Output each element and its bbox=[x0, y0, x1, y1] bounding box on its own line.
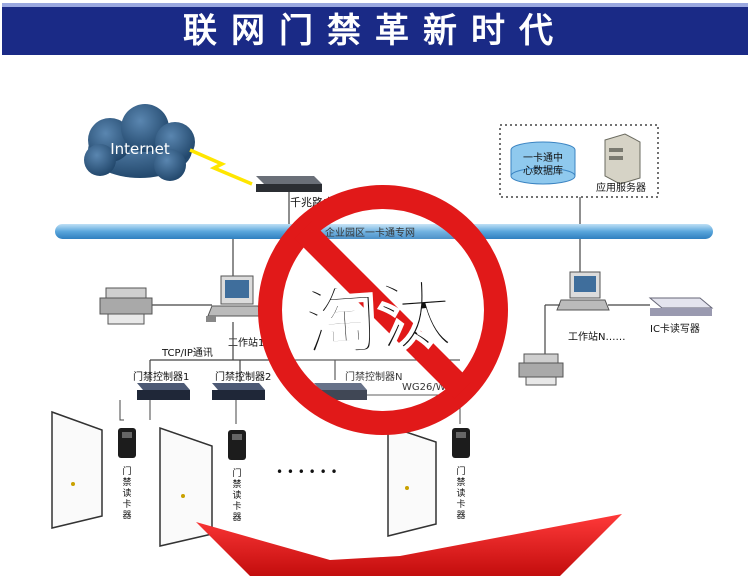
tcpip-label: TCP/IP通讯 bbox=[161, 347, 213, 359]
internet-cloud: Internet bbox=[84, 104, 195, 181]
svg-text:读: 读 bbox=[456, 487, 465, 499]
svg-text:读: 读 bbox=[122, 487, 131, 499]
svg-text:器: 器 bbox=[232, 512, 241, 523]
svg-text:禁: 禁 bbox=[232, 479, 241, 490]
svg-text:门: 门 bbox=[456, 465, 465, 477]
database-icon bbox=[510, 141, 576, 185]
card-reader-icon-1 bbox=[118, 428, 136, 458]
controller2-label: 门禁控制器2 bbox=[215, 370, 271, 383]
controller1-label: 门禁控制器1 bbox=[133, 370, 189, 383]
obsolete-stamp: 淘汰 bbox=[301, 272, 455, 368]
ellipsis: • • • • • • bbox=[276, 465, 338, 479]
card-reader-icon-2 bbox=[228, 430, 246, 460]
svg-text:读: 读 bbox=[232, 489, 241, 501]
door-icon-1 bbox=[51, 410, 103, 529]
svg-text:卡: 卡 bbox=[456, 498, 465, 510]
svg-text:禁: 禁 bbox=[122, 477, 131, 488]
database-label-1: 一卡通中 bbox=[523, 151, 563, 164]
workstationN-icon bbox=[556, 271, 610, 311]
ic-reader-label: IC卡读写器 bbox=[650, 322, 700, 335]
down-arrow-icon bbox=[196, 514, 622, 576]
svg-text:器: 器 bbox=[456, 510, 465, 521]
card-reader-label-2: 门 禁 读 卡 器 bbox=[232, 467, 241, 523]
backbone-pipe bbox=[55, 224, 713, 239]
wiegand-label: WG26/WG34 bbox=[402, 382, 466, 393]
lightning-icon bbox=[189, 148, 253, 186]
printer-icon bbox=[99, 287, 153, 325]
svg-text:卡: 卡 bbox=[122, 498, 131, 510]
server-label: 应用服务器 bbox=[596, 181, 646, 194]
workstation1-icon bbox=[206, 275, 263, 322]
card-reader-label-n: 门 禁 读 卡 器 bbox=[456, 465, 465, 521]
svg-text:禁: 禁 bbox=[456, 477, 465, 488]
controllerN-icon bbox=[314, 383, 367, 400]
title-banner: 联网门禁革新时代 bbox=[2, 3, 748, 55]
svg-text:器: 器 bbox=[122, 510, 131, 521]
svg-text:卡: 卡 bbox=[232, 500, 241, 512]
printer-icon-right bbox=[518, 353, 564, 386]
database-label-2: 心数据库 bbox=[523, 164, 563, 177]
controller2-icon bbox=[212, 383, 265, 400]
server-icon bbox=[604, 133, 641, 185]
door-icon-n bbox=[387, 424, 437, 537]
card-reader-label-1: 门 禁 读 卡 器 bbox=[122, 465, 131, 521]
workstationN-label: 工作站N…… bbox=[568, 330, 625, 343]
card-reader-icon-n bbox=[452, 428, 470, 458]
prohibited-icon bbox=[258, 185, 508, 435]
internet-label: Internet bbox=[110, 140, 170, 158]
controller1-icon bbox=[137, 383, 190, 400]
ic-reader-icon bbox=[648, 297, 714, 316]
router-icon bbox=[256, 176, 322, 192]
svg-text:门: 门 bbox=[122, 465, 131, 477]
page-title: 联网门禁革新时代 bbox=[183, 11, 567, 51]
backbone-label: 企业园区一卡通专网 bbox=[325, 226, 415, 239]
svg-text:门: 门 bbox=[232, 467, 241, 479]
controllerN-label: 门禁控制器N bbox=[345, 370, 402, 383]
workstation1-label: 工作站1 bbox=[228, 336, 264, 349]
